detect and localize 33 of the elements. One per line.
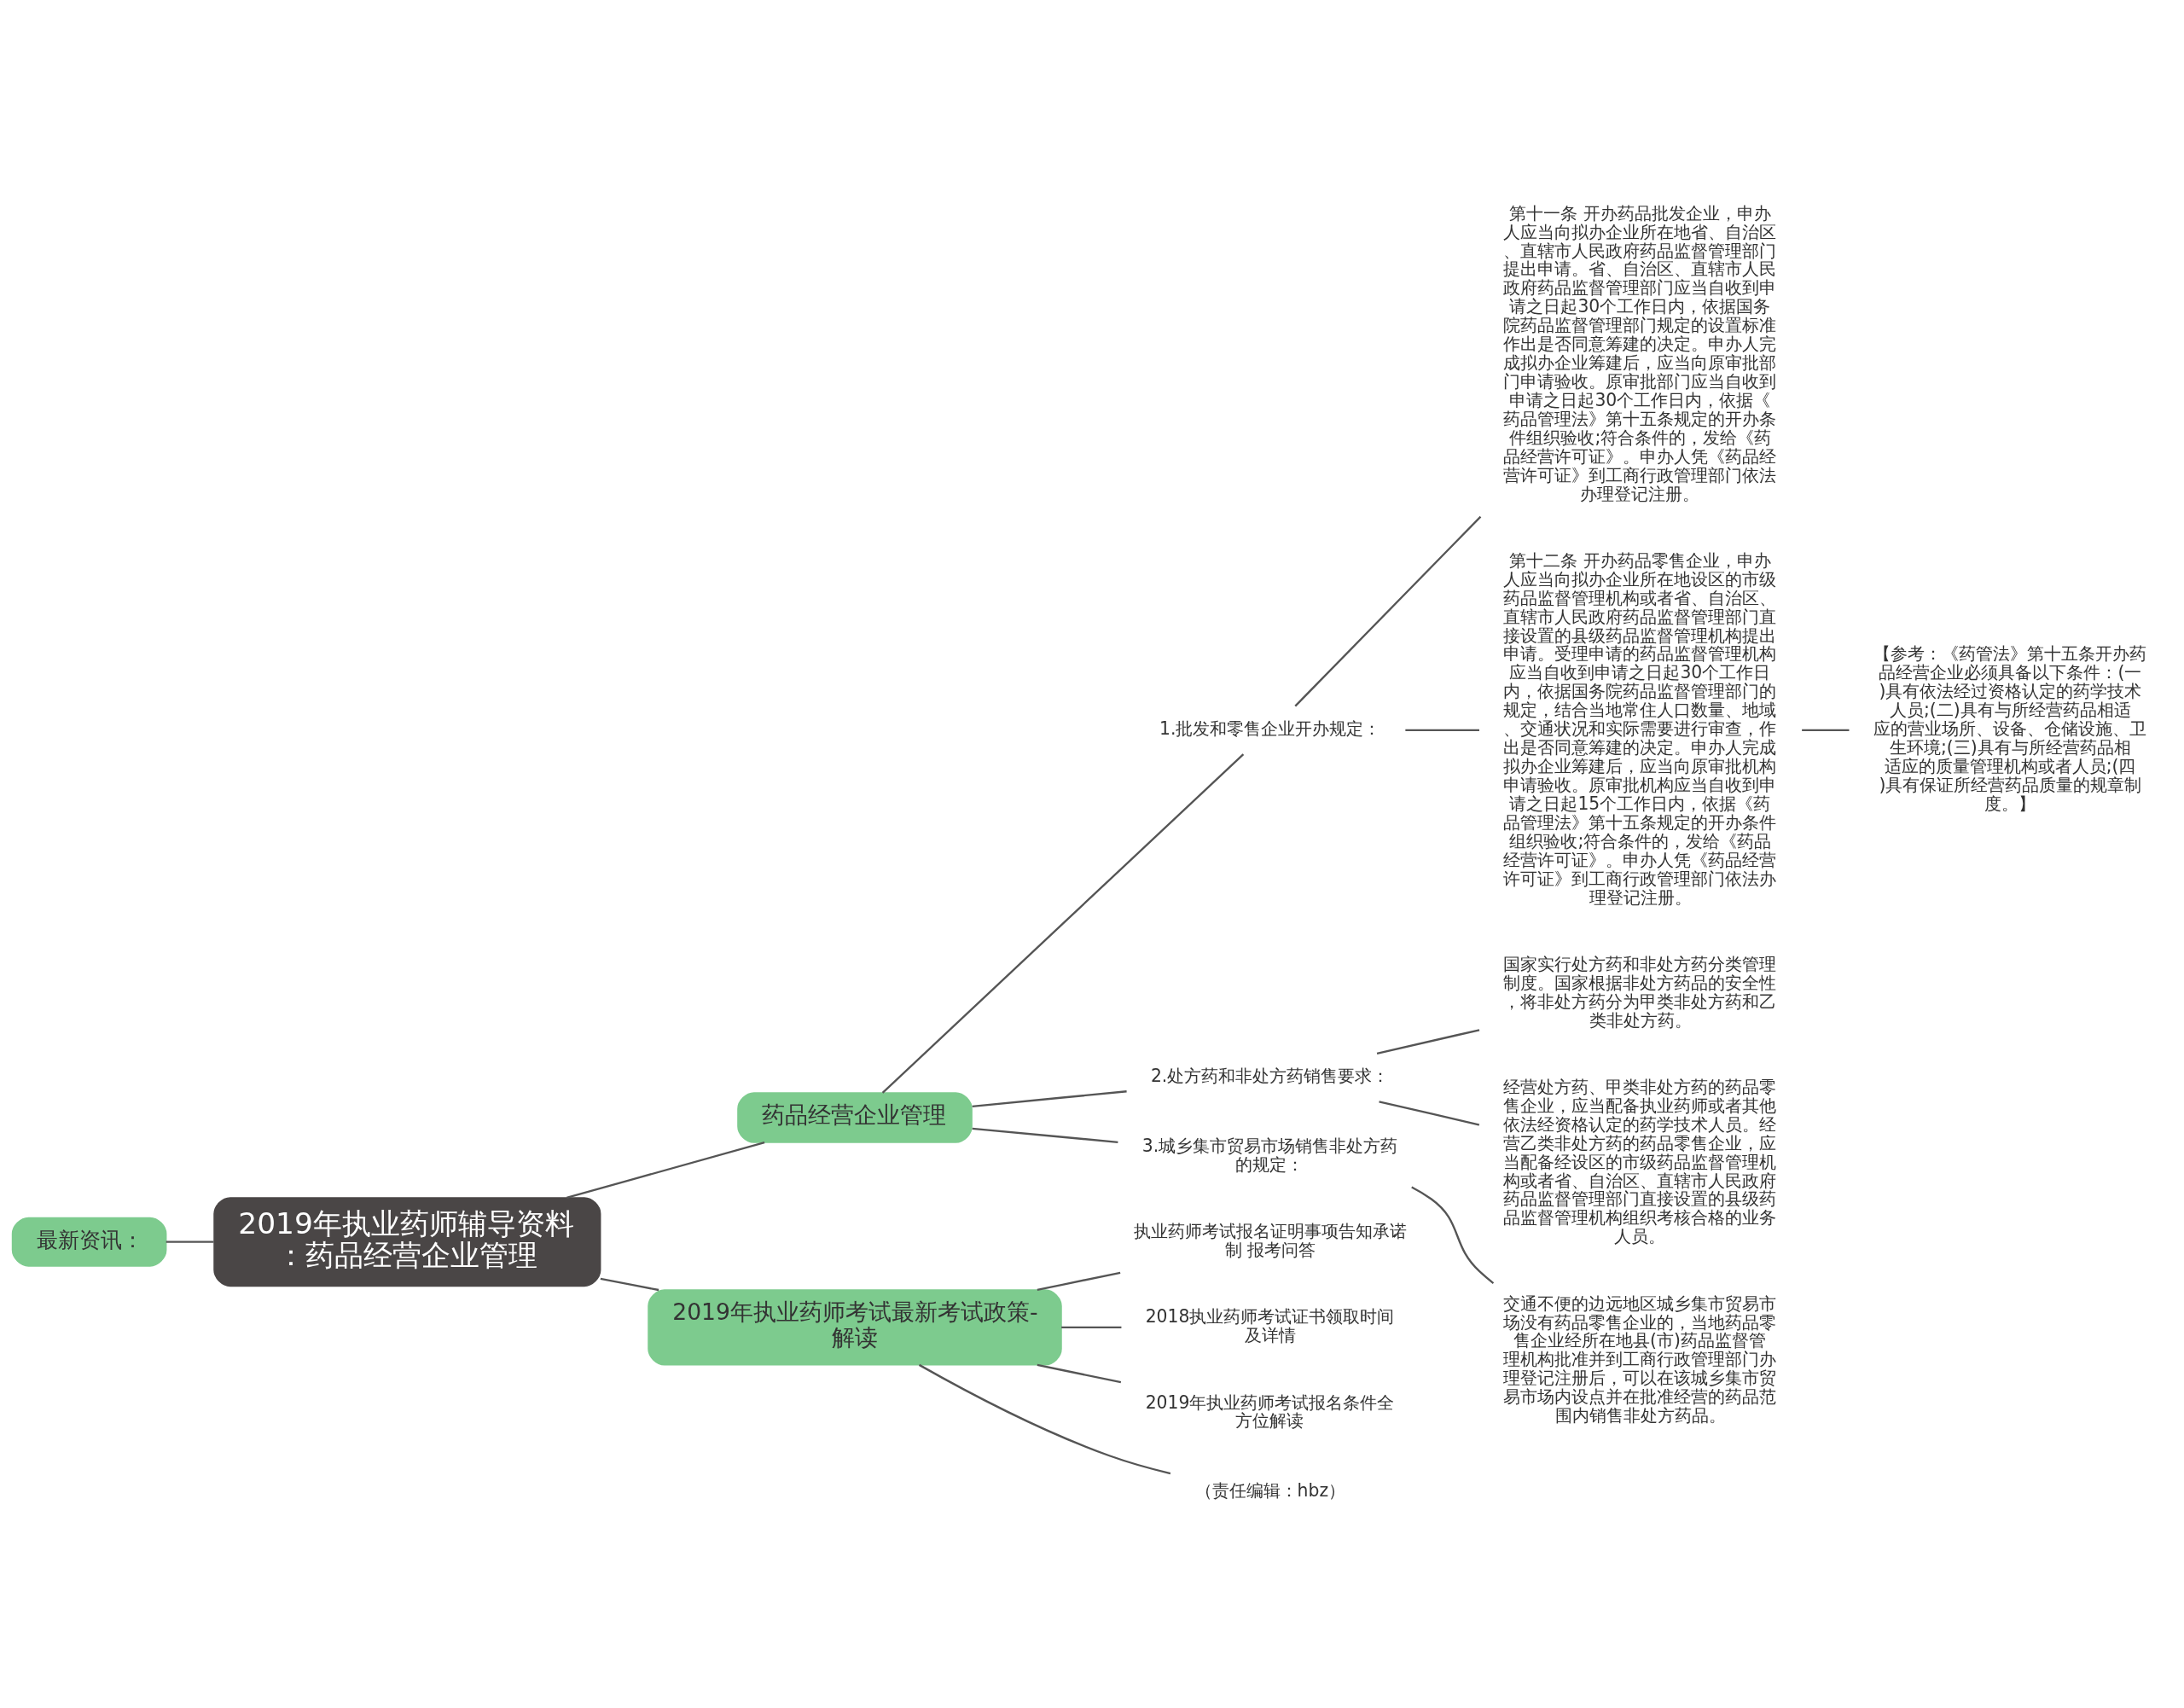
node-text: 2018执业药师考试证书领取时间及详情 [1145,1305,1395,1345]
connector [918,1363,1171,1474]
connector [1802,729,1850,731]
node-text: 2.处方药和非处方药销售要求： [1150,1065,1390,1086]
connector [1037,1271,1121,1291]
connector [166,1240,214,1243]
node-text: 2019年执业药师考试报名条件全方位解读 [1145,1391,1395,1431]
connector [1376,1028,1480,1054]
node-text: 1.批发和零售企业开办规定： [1159,717,1381,739]
node-box: 2019年执业药师考试最新考试政策-解读 [648,1288,1062,1366]
node-box: 2019年执业药师辅导资料：药品经营企业管理 [213,1196,601,1287]
node-text: 交通不便的边远地区城乡集市贸易市场没有药品零售企业的，当地药品零售企业经所在地县(市)药品监督管理机构批准并到工商行政管理部门办理登记注册后，可以在该城乡集市贸易市场内设点并在批准经营的药品范围内销售非处方药品。 [1503,1293,1777,1426]
connector [1405,729,1479,731]
node-text: 3.城乡集市贸易市场销售非处方药的规定： [1141,1135,1398,1175]
node-text: 第十一条 开办药品批发企业，申办人应当向拟办企业所在地省、自治区、直辖市人民政府药品监督管理部门提出申请。省、自治区、直辖市人民政府药品监督管理部门应当自收到申请之日起30个工作日内，依据国务院药品监督管理部门规定的设置标准作出是否同意筹建的决定。申办人完成拟办企业筹建后，应当向原审批部门申请验收。原审批部门应当自收到申请之日起30个工作日内，依据《药品管理法》第十五条规定的开办条件组织验收;符合条件的，发给《药品经营许可证》。申办人凭《药品经营许可证》到工商行政管理部门依法办理登记注册。 [1503,202,1777,504]
connector [600,1277,659,1291]
node-text: 执业药师考试报名证明事项告知承诺制 报考问答 [1133,1220,1407,1260]
connector [566,1141,765,1199]
node-box: 最新资讯： [11,1217,167,1267]
node-text: 国家实行处方药和非处方药分类管理制度。国家根据非处方药品的安全性，将非处方药分为甲类非处方药和乙类非处方药。 [1503,953,1777,1031]
connector [1061,1326,1122,1328]
node-text: 【参考：《药管法》第十五条开办药品经营企业必须具备以下条件：(一)具有依法经过资格认定的药学技术人员;(二)具有与所经营药品相适应的营业场所、设备、仓储设施、卫生环境;(三)具有与所经营药品相适应的质量管理机构或者人员;(四)具有保证所经营药品质量的规章制度。】 [1873,642,2147,814]
connector [1294,515,1482,706]
node-text: 第十二条 开办药品零售企业，申办人应当向拟办企业所在地设区的市级药品监督管理机构或者省、自治区、直辖市人民政府药品监督管理部门直接设置的县级药品监督管理机构提出申请。受理申请的药品监督管理机构应当自收到申请之日起30个工作日内，依据国务院药品监督管理部门的规定，结合当地常住人口数量、地域、交通状况和实际需要进行审查，作出是否同意筹建的决定。申办人完成拟办企业筹建后，应当向原审批机构申请验收。原审批机构应当自收到申请之日起15个工作日内，依据《药品管理法》第十五条规定的开办条件组织验收;符合条件的，发给《药品经营许可证》。申办人凭《药品经营许可证》到工商行政管理部门依法办理登记注册。 [1503,549,1777,908]
node-box: 药品经营企业管理 [737,1091,973,1143]
connector [1037,1363,1122,1383]
node-text: （责任编辑：hbz） [1194,1479,1346,1501]
connector [972,1089,1127,1107]
node-text: 经营处方药、甲类非处方药的药品零售企业，应当配备执业药师或者其他依法经资格认定的药学技术人员。经营乙类非处方药的药品零售企业，应当配备经设区的市级药品监督管理机构或者省、自治区、直辖市人民政府药品监督管理部门直接设置的县级药品监督管理机构组织考核合格的业务人员。 [1503,1076,1777,1246]
connector [972,1127,1118,1143]
connector [881,752,1245,1094]
connector [1411,1186,1495,1284]
connector [1379,1100,1480,1126]
